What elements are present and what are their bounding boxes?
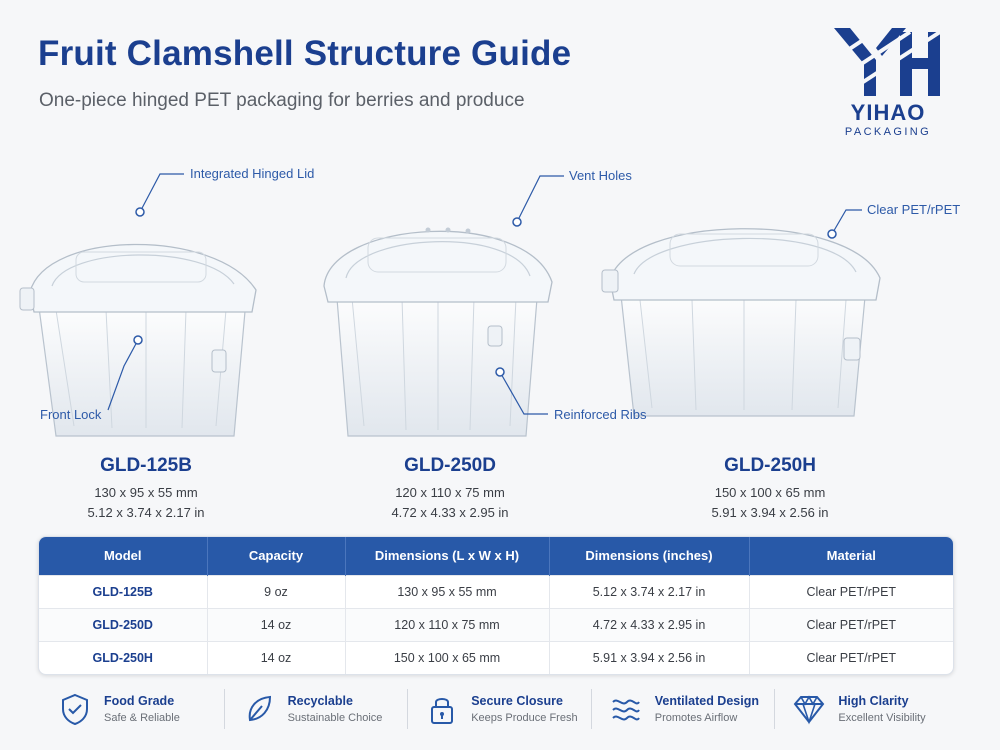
table-cell: Clear PET/rPET — [749, 640, 953, 674]
page-subtitle: One-piece hinged PET packaging for berri… — [39, 90, 525, 111]
product-caption-gld-250d: GLD-250D 120 x 110 x 75 mm 4.72 x 4.33 x… — [330, 455, 570, 523]
brand-name: YIHAO — [850, 100, 926, 125]
table-cell: 130 x 95 x 55 mm — [345, 574, 550, 608]
product-image-gld-250d — [316, 190, 576, 450]
diamond-icon — [794, 695, 825, 725]
table-cell: 150 x 100 x 65 mm — [345, 640, 550, 674]
table-cell: 14 oz — [207, 640, 346, 674]
column-header: Material — [749, 537, 953, 575]
table-cell: Clear PET/rPET — [749, 574, 953, 608]
feature-subtitle: Keeps Produce Fresh — [471, 712, 578, 724]
feature-title: Secure Closure — [471, 694, 563, 708]
table-cell: GLD-125B — [39, 574, 208, 608]
callout-clear-pet: Clear PET/rPET — [867, 202, 961, 217]
product-dim-mm: 120 x 110 x 75 mm — [395, 485, 505, 500]
spec-table: Model Capacity Dimensions (L x W x H) Di… — [38, 536, 954, 675]
table-cell: 4.72 x 4.33 x 2.95 in — [549, 607, 750, 641]
feature-subtitle: Sustainable Choice — [287, 712, 383, 724]
feature-recyclable: Recyclable Sustainable Choice — [223, 683, 408, 735]
callout-front-lock: Front Lock — [40, 407, 102, 422]
features-bar: Food Grade Safe & Reliable Recyclable Su… — [38, 683, 958, 735]
brand-logo: YIHAO PACKAGING — [822, 22, 952, 142]
feature-high-clarity: High Clarity Excellent Visibility — [774, 683, 958, 735]
callout-reinforced-ribs: Reinforced Ribs — [554, 407, 647, 422]
product-caption-gld-125b: GLD-125B 130 x 95 x 55 mm 5.12 x 3.74 x … — [26, 455, 266, 523]
feature-title: Ventilated Design — [654, 694, 759, 708]
column-header: Capacity — [207, 537, 346, 575]
callout-lines — [107, 173, 862, 415]
product-image-gld-125b — [16, 200, 286, 450]
lock-icon — [431, 698, 454, 724]
feature-title: Food Grade — [104, 694, 175, 708]
table-cell: 5.91 x 3.94 x 2.56 in — [549, 640, 750, 674]
product-dim-in: 5.12 x 3.74 x 2.17 in — [87, 505, 205, 520]
table-cell: Clear PET/rPET — [749, 607, 953, 641]
brand-tagline: PACKAGING — [844, 126, 932, 138]
table-header-row: Model Capacity Dimensions (L x W x H) Di… — [39, 537, 953, 575]
product-image-gld-250h — [600, 196, 900, 436]
callout-vent-holes: Vent Holes — [569, 168, 632, 183]
column-header: Model — [39, 537, 208, 575]
leaf-icon — [248, 695, 271, 722]
table-row: GLD-125B 9 oz 130 x 95 x 55 mm 5.12 x 3.… — [39, 574, 953, 608]
shield-check-icon — [62, 693, 88, 726]
table-row: GLD-250D 14 oz 120 x 110 x 75 mm 4.72 x … — [39, 607, 953, 641]
feature-subtitle: Promotes Airflow — [654, 712, 738, 724]
column-header: Dimensions (L x W x H) — [345, 537, 550, 575]
airflow-icon — [612, 699, 640, 721]
callout-integrated-hinged-lid: Integrated Hinged Lid — [190, 166, 315, 181]
product-model: GLD-250H — [724, 455, 816, 476]
feature-ventilated-design: Ventilated Design Promotes Airflow — [590, 683, 775, 735]
product-dim-in: 4.72 x 4.33 x 2.95 in — [391, 505, 509, 520]
feature-title: High Clarity — [838, 694, 909, 708]
table-cell: 9 oz — [207, 574, 346, 608]
product-dim-mm: 150 x 100 x 65 mm — [714, 485, 826, 500]
product-model: GLD-125B — [100, 455, 192, 476]
product-model: GLD-250D — [404, 455, 496, 476]
product-caption-gld-250h: GLD-250H 150 x 100 x 65 mm 5.91 x 3.94 x… — [650, 455, 890, 523]
feature-secure-closure: Secure Closure Keeps Produce Fresh — [407, 683, 591, 735]
product-dim-mm: 130 x 95 x 55 mm — [94, 485, 198, 500]
table-cell: 5.12 x 3.74 x 2.17 in — [549, 574, 750, 608]
feature-food-grade: Food Grade Safe & Reliable — [38, 683, 224, 735]
table-row: GLD-250H 14 oz 150 x 100 x 65 mm 5.91 x … — [39, 640, 953, 674]
feature-subtitle: Safe & Reliable — [104, 712, 180, 724]
table-cell: 14 oz — [207, 607, 346, 641]
table-cell: 120 x 110 x 75 mm — [345, 607, 550, 641]
table-cell: GLD-250D — [39, 607, 208, 641]
page-title: Fruit Clamshell Structure Guide — [38, 34, 572, 73]
brand-logo-mark-icon — [830, 22, 942, 96]
feature-title: Recyclable — [287, 694, 353, 708]
feature-subtitle: Excellent Visibility — [838, 712, 926, 724]
column-header: Dimensions (inches) — [549, 537, 750, 575]
product-dim-in: 5.91 x 3.94 x 2.56 in — [711, 505, 829, 520]
table-cell: GLD-250H — [39, 640, 208, 674]
